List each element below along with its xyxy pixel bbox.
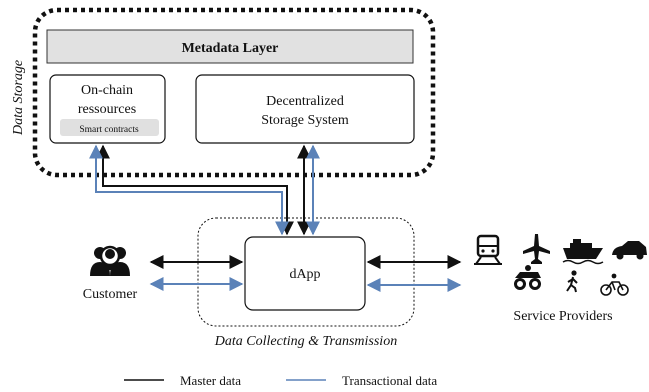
car-icon [612, 241, 647, 260]
data-storage-label: Data Storage [11, 60, 26, 136]
smart-contracts-box [60, 119, 159, 136]
dapp-label: dApp [289, 267, 320, 282]
ship-icon [562, 239, 604, 265]
master-arrow-onchain [96, 144, 294, 236]
metadata-layer-box [46, 29, 414, 64]
customer-group-icon [90, 245, 130, 276]
onchain-label-line1: On-chain [81, 83, 133, 98]
collecting-label: Data Collecting & Transmission [214, 334, 397, 349]
decentralized-storage-box [195, 74, 415, 144]
customer-label: Customer [83, 287, 138, 302]
dapp-box [244, 236, 366, 311]
decentralized-label-line1: Decentralized [266, 94, 344, 109]
decentralized-label-line2: Storage System [261, 113, 349, 128]
metadata-layer-label: Metadata Layer [182, 41, 279, 56]
airplane-icon [523, 234, 550, 264]
atv-icon [514, 265, 541, 290]
bicycle-icon [600, 273, 629, 296]
legend-transactional-label: Transactional data [342, 373, 437, 388]
train-icon [474, 234, 502, 265]
service-providers-label: Service Providers [513, 309, 612, 324]
smart-contracts-label: Smart contracts [79, 125, 139, 135]
transactional-arrow-onchain [89, 144, 289, 236]
walking-icon [566, 270, 578, 293]
legend-master-label: Master data [180, 373, 241, 388]
legend: Master data Transactional data [124, 373, 437, 388]
onchain-label-line2: ressources [78, 102, 136, 117]
